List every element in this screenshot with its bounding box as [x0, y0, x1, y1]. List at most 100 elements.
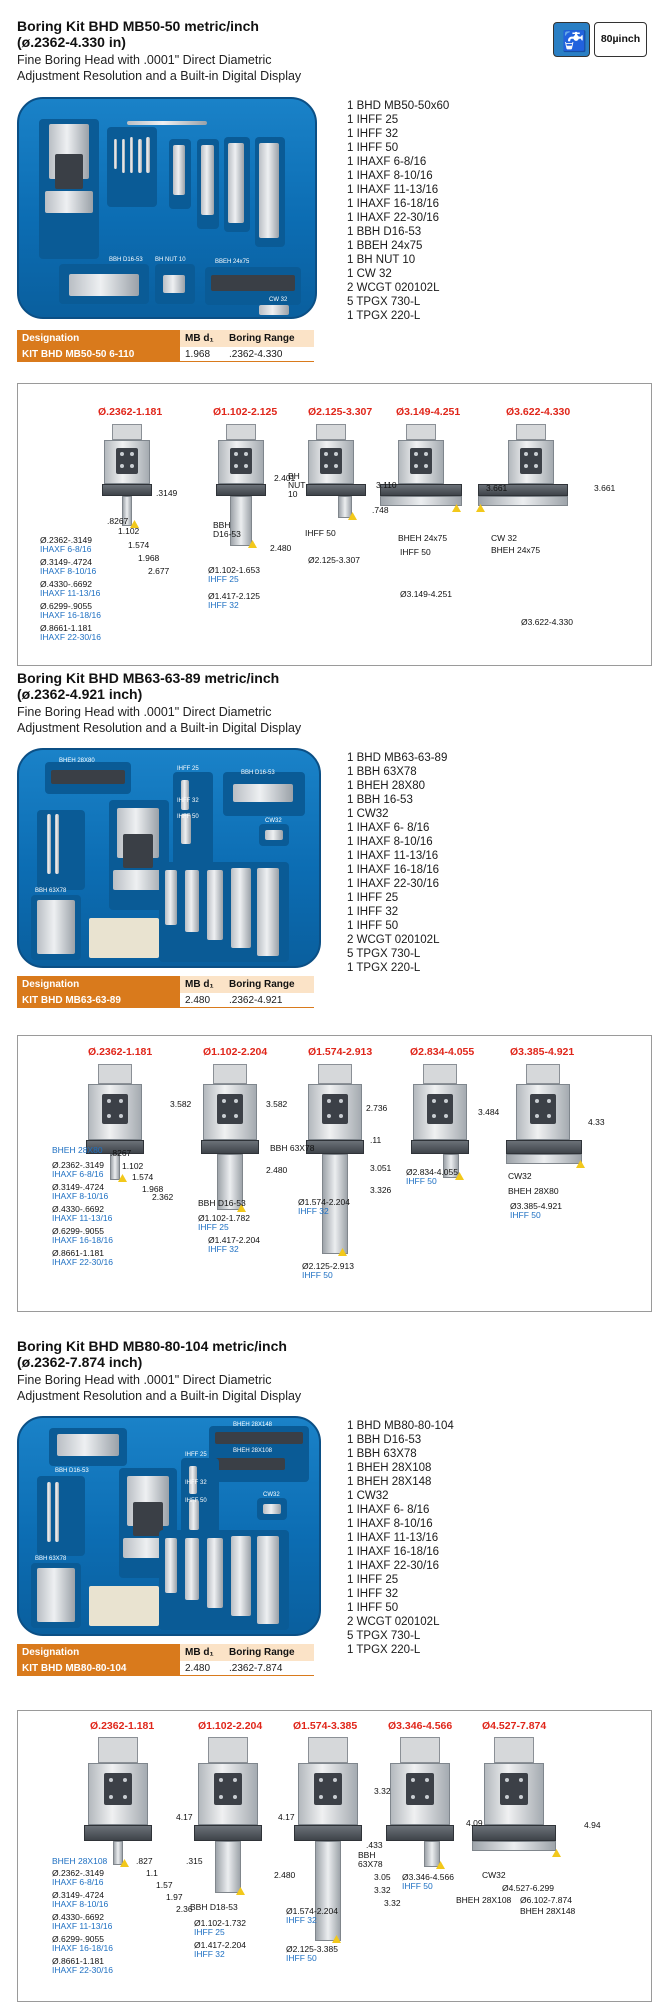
- dim-tool-label: IHAXF 22-30/16: [40, 632, 101, 642]
- case-label: BBEH 24x75: [215, 259, 250, 265]
- dim-label: 3.661: [594, 483, 616, 493]
- dim-tool-label: IHAXF 8-10/16: [52, 1191, 109, 1201]
- dim-label: 4.17: [278, 1812, 295, 1822]
- kit-title: Boring Kit BHD MB80-80-104 metric/inch (…: [17, 1338, 287, 1370]
- dimension-diagram: Ø.2362-1.181 Ø1.102-2.204 Ø1.574-2.913 Ø…: [17, 1035, 652, 1312]
- case-label: IHFF 50: [177, 814, 199, 820]
- list-item: 1 IHAXF 8-10/16: [347, 836, 433, 848]
- list-item: 1 CW 32: [347, 268, 392, 280]
- dim-label: BHEH 28X80: [508, 1186, 559, 1196]
- case-label: IHFF 50: [185, 1498, 207, 1504]
- list-item: 1 IHAXF 16-18/16: [347, 864, 440, 876]
- case-label: IHFF 25: [177, 766, 199, 772]
- dim-label: Ø.3149-.4724: [52, 1182, 104, 1192]
- dim-tool-label: IHFF 50: [402, 1881, 433, 1891]
- dimension-diagram: Ø.2362-1.181 Ø1.102-2.125 Ø2.125-3.307 Ø…: [17, 383, 652, 666]
- list-item: 5 TPGX 730-L: [347, 948, 421, 960]
- dim-label: BHEH 28X80: [52, 1145, 103, 1155]
- resolution-label: 80µinch: [600, 33, 641, 45]
- dim-label: Ø1.417-2.204: [208, 1235, 260, 1245]
- dim-tool-label: IHAXF 6-8/16: [40, 544, 92, 554]
- dim-label: BHEH 28X108: [456, 1895, 512, 1905]
- case-label: BBH D16-53: [241, 770, 275, 776]
- case-label: CW 32: [269, 297, 288, 303]
- range-label: Ø3.149-4.251: [396, 406, 461, 418]
- range-label: Ø2.125-3.307: [308, 406, 373, 418]
- kit-section-mb50: Boring Kit BHD MB50-50 metric/inch (ø.23…: [0, 0, 669, 670]
- dim-label: Ø2.125-2.913: [302, 1261, 354, 1271]
- list-item: 5 TPGX 730-L: [347, 1630, 421, 1642]
- dim-label: CW32: [508, 1171, 532, 1181]
- list-item: 1 IHAXF 6- 8/16: [347, 1504, 430, 1516]
- dim-label: Ø1.417-2.125: [208, 591, 260, 601]
- dim-tool-label: IHAXF 22-30/16: [52, 1257, 113, 1267]
- dim-label: Ø.8661-1.181: [52, 1956, 104, 1966]
- range-label: Ø.2362-1.181: [88, 1046, 153, 1058]
- dim-label: Ø.3149-.4724: [52, 1890, 104, 1900]
- table-header-mb: MB d₁: [180, 1644, 224, 1661]
- dim-tool-label: IHAXF 11-13/16: [40, 588, 101, 598]
- dim-label: 3.484: [478, 1107, 500, 1117]
- dim-label: 2.36: [176, 1904, 193, 1914]
- list-item: 1 IHAXF 8-10/16: [347, 1518, 433, 1530]
- list-item: 1 TPGX 220-L: [347, 1644, 421, 1656]
- dim-tool-label: IHFF 50: [510, 1210, 541, 1220]
- list-item: 1 BHD MB63-63-89: [347, 752, 448, 764]
- dim-label: 1.97: [166, 1892, 183, 1902]
- list-item: 1 IHAXF 16-18/16: [347, 1546, 440, 1558]
- dim-label: BHEH 28X148: [520, 1906, 576, 1916]
- designation-table: Designation MB d₁ Boring Range KIT BHD M…: [17, 1644, 314, 1678]
- dim-label: Ø2.125-3.385: [286, 1944, 338, 1954]
- kit-title-line2: (ø.2362-7.874 inch): [17, 1354, 143, 1370]
- dim-label: Ø1.102-1.653: [208, 565, 260, 575]
- dim-label: 4.17: [176, 1812, 193, 1822]
- range-label: Ø3.622-4.330: [506, 406, 571, 418]
- list-item: 1 BBH 63X78: [347, 1448, 417, 1460]
- list-item: 1 IHAXF 22-30/16: [347, 878, 440, 890]
- list-item: 2 WCGT 020102L: [347, 282, 440, 294]
- dim-tool-label: IHFF 25: [208, 574, 239, 584]
- dim-tool-label: IHFF 32: [208, 600, 239, 610]
- dim-tool-label: IHAXF 11-13/16: [52, 1921, 113, 1931]
- kit-subtitle-line2: Adjustment Resolution and a Built-in Dig…: [17, 69, 302, 83]
- dim-tool-label: IHAXF 6-8/16: [52, 1877, 104, 1887]
- dim-tool-label: IHFF 50: [302, 1270, 333, 1280]
- list-item: 1 IHAXF 11-13/16: [347, 850, 439, 862]
- list-item: 1 BBH 16-53: [347, 794, 413, 806]
- dim-label: Ø.2362-.3149: [40, 535, 92, 545]
- dim-label: 3.582: [170, 1099, 192, 1109]
- kit-title-line2: (ø.2362-4.330 in): [17, 34, 126, 50]
- case-label: IHFF 32: [177, 798, 199, 804]
- dim-label: 1.57: [156, 1880, 173, 1890]
- dim-label: Ø.3149-.4724: [40, 557, 92, 567]
- dim-tool-label: IHFF 50: [286, 1953, 317, 1963]
- dim-label: Ø3.622-4.330: [521, 617, 573, 627]
- kit-subtitle: Fine Boring Head with .0001" Direct Diam…: [17, 704, 301, 736]
- dim-label: BH NUT 10: [288, 471, 306, 499]
- case-label: BHEH 28X108: [233, 1448, 273, 1454]
- dim-tool-label: IHFF 32: [298, 1206, 329, 1216]
- list-item: 1 BBH D16-53: [347, 1434, 422, 1446]
- dim-label: 2.401: [274, 473, 296, 483]
- dim-label: Ø3.385-4.921: [510, 1201, 562, 1211]
- dim-label: 3.051: [370, 1163, 392, 1173]
- kit-case-image: BBH D16-53 BH NUT 10 BBEH 24x75 CW 32: [17, 97, 317, 319]
- dim-label: Ø.4330-.6692: [52, 1912, 104, 1922]
- table-header-designation: Designation: [17, 1644, 180, 1661]
- dim-tool-label: IHFF 25: [198, 1222, 229, 1232]
- table-header-mb: MB d₁: [180, 976, 224, 993]
- dim-tool-label: IHFF 25: [194, 1927, 225, 1937]
- dim-label: .8267: [107, 516, 129, 526]
- dim-label: IHFF 50: [400, 547, 431, 557]
- kit-title: Boring Kit BHD MB63-63-89 metric/inch (ø…: [17, 670, 279, 702]
- dim-tool-label: IHAXF 16-18/16: [52, 1235, 113, 1245]
- list-item: 1 IHAXF 6-8/16: [347, 156, 427, 168]
- kit-subtitle-line1: Fine Boring Head with .0001" Direct Diam…: [17, 1373, 272, 1387]
- list-item: 1 IHFF 25: [347, 114, 399, 126]
- dim-label: Ø3.149-4.251: [400, 589, 452, 599]
- dim-label: 4.33: [588, 1117, 605, 1127]
- table-cell-designation: KIT BHD MB63-63-89: [17, 993, 180, 1008]
- dim-label: Ø2.125-3.307: [308, 555, 360, 565]
- kit-subtitle: Fine Boring Head with .0001" Direct Diam…: [17, 52, 301, 84]
- dim-label: Ø4.527-6.299: [502, 1883, 554, 1893]
